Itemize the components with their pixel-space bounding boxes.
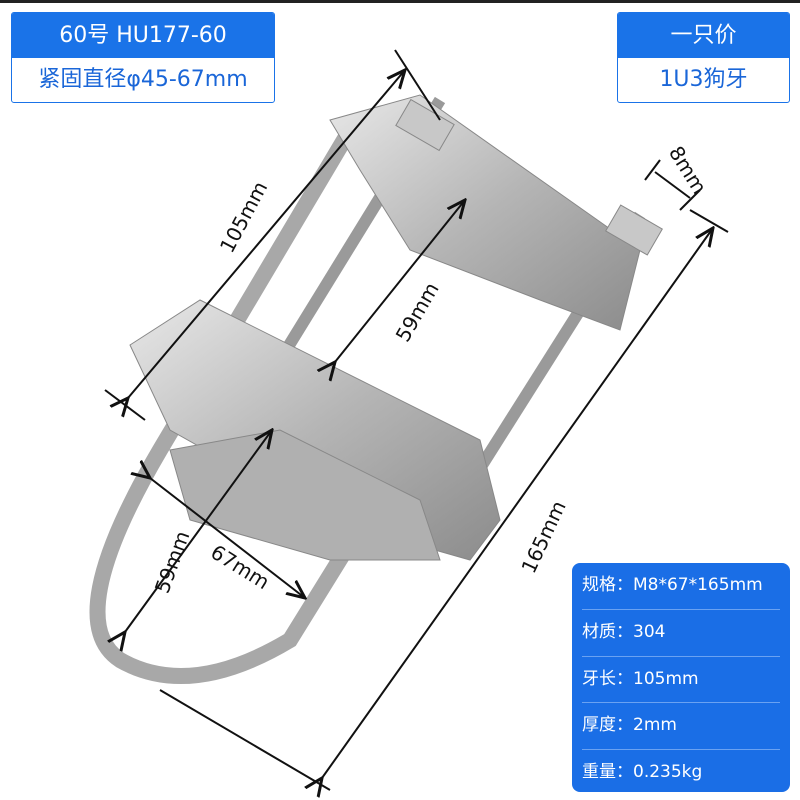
spec-label: 材质： xyxy=(582,621,633,642)
spec-value: 0.235kg xyxy=(633,762,703,783)
spec-value: 105mm xyxy=(633,668,699,689)
spec-label: 规格： xyxy=(582,575,633,595)
spec-row: 重量：0.235kg xyxy=(582,750,780,796)
spec-row: 材质：304 xyxy=(582,610,780,657)
spec-table: 规格：M8*67*165mm 材质：304 牙长：105mm 厚度：2mm 重量… xyxy=(572,563,790,792)
model-tag: 60号 HU177-60 紧固直径φ45-67mm xyxy=(11,12,275,103)
price-title: 一只价 xyxy=(618,13,789,58)
spec-label: 厚度： xyxy=(582,715,633,736)
model-subtitle: 紧固直径φ45-67mm xyxy=(38,67,248,92)
spec-row: 厚度：2mm xyxy=(582,703,780,751)
spec-label: 牙长： xyxy=(582,668,633,689)
spec-row: 牙长：105mm xyxy=(582,657,780,704)
model-title: 60号 HU177-60 xyxy=(12,13,274,58)
spec-value: 2mm xyxy=(633,715,677,736)
spec-value: 304 xyxy=(633,621,666,642)
spec-row: 规格：M8*67*165mm xyxy=(582,563,780,610)
spec-value: M8*67*165mm xyxy=(633,575,763,595)
price-tag: 一只价 1U3狗牙 xyxy=(617,12,790,103)
price-subtitle: 1U3狗牙 xyxy=(659,67,748,92)
top-border xyxy=(0,0,800,3)
spec-label: 重量： xyxy=(582,762,633,783)
